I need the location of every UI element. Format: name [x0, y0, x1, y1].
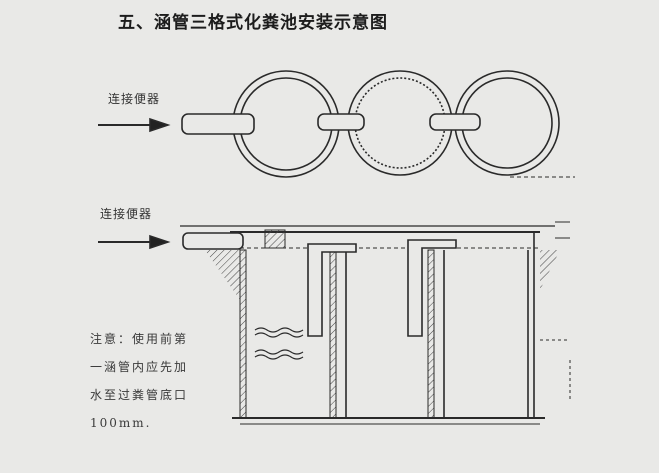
- section-view: [98, 221, 571, 425]
- section-inlet-label: 连接便器: [100, 207, 153, 221]
- inlet-arrow-icon: [149, 234, 171, 250]
- transfer-pipe-2: [407, 239, 457, 337]
- note-line: 注意：使用前第: [90, 332, 189, 346]
- note-line: 水至过粪管底口: [90, 388, 189, 402]
- transfer-pipe-1: [307, 243, 357, 337]
- inlet-pipe-section: [182, 232, 244, 250]
- inlet-pipe: [181, 113, 255, 135]
- note-line: 一涵管内应先加: [90, 360, 189, 374]
- plan-inlet-label: 连接便器: [108, 92, 161, 106]
- installation-note: 注意：使用前第 一涵管内应先加 水至过粪管底口 100mm.: [90, 325, 250, 437]
- note-line: 100mm.: [90, 416, 152, 430]
- diagram-title: 五、涵管三格式化粪池安装示意图: [118, 13, 388, 33]
- plan-view: [98, 70, 575, 178]
- inlet-arrow-icon: [149, 117, 171, 133]
